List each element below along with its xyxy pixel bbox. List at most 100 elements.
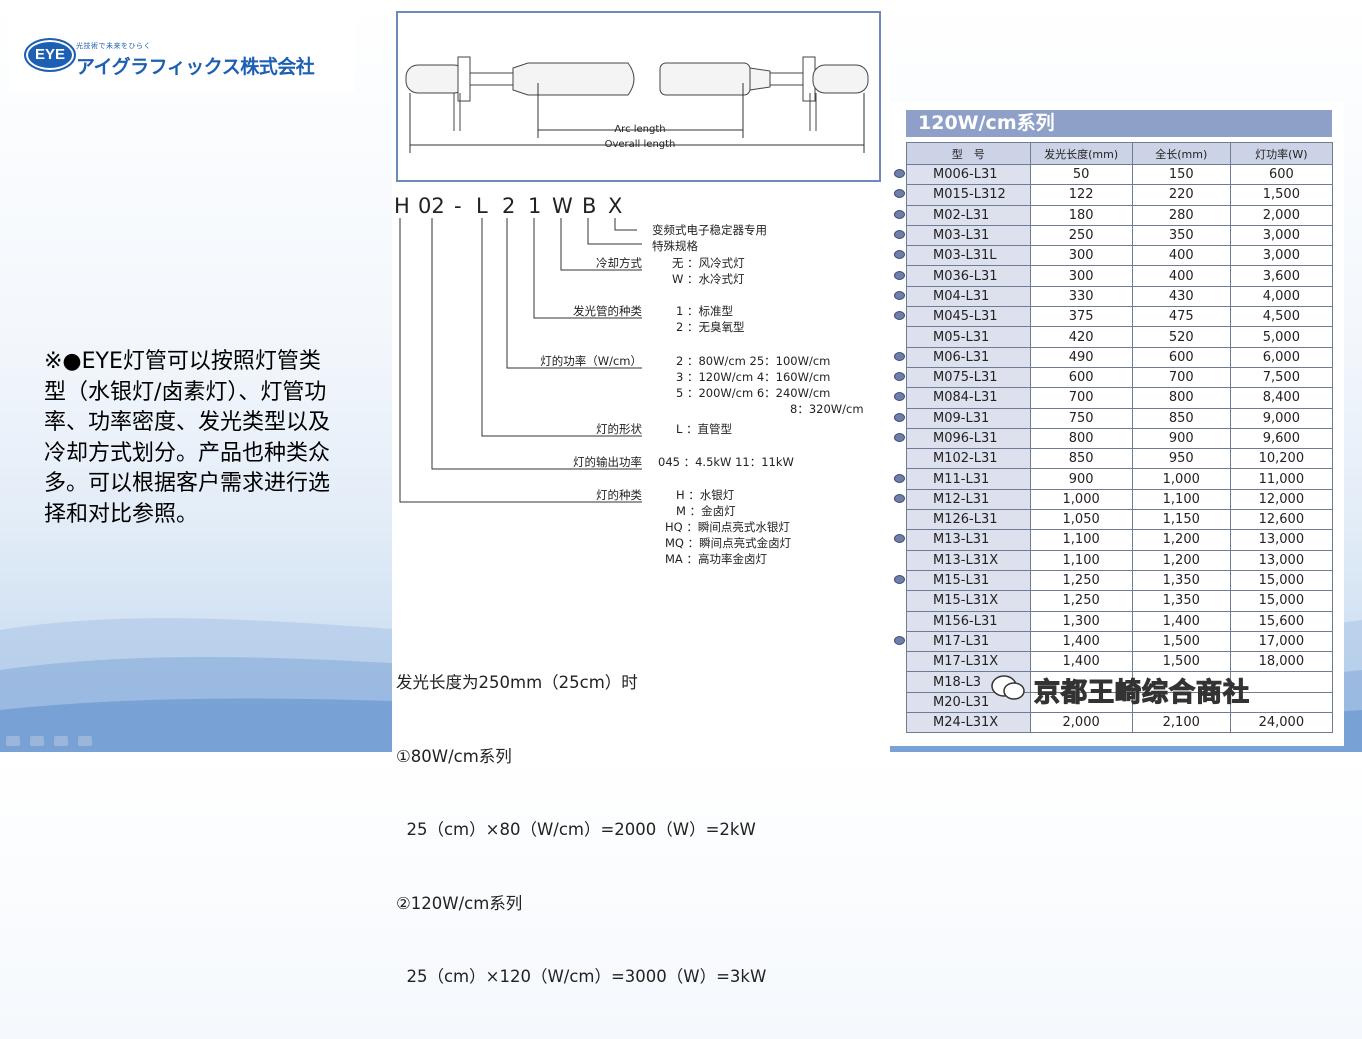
value-cell: 18,000 bbox=[1229, 651, 1334, 673]
value-cell: 3,000 bbox=[1229, 245, 1334, 267]
series-title: 120W/cm系列 bbox=[906, 110, 1332, 137]
value-cell: 430 bbox=[1131, 285, 1231, 308]
value-cell: 1,500 bbox=[1229, 184, 1334, 206]
row-marker-icon bbox=[894, 392, 905, 402]
watermark: 京都王崎综合商社 bbox=[990, 672, 1250, 709]
value-cell: 6,000 bbox=[1229, 346, 1334, 368]
code-label: 灯的种类 bbox=[596, 488, 642, 502]
value-cell: 13,000 bbox=[1229, 549, 1334, 571]
wechat-icon bbox=[991, 675, 1025, 700]
model-cell: M084-L31 bbox=[906, 387, 1031, 409]
value-cell: 1,200 bbox=[1131, 529, 1231, 551]
value-cell: 24,000 bbox=[1229, 712, 1334, 734]
model-cell: M17-L31 bbox=[906, 630, 1031, 653]
model-cell: M075-L31 bbox=[906, 366, 1031, 389]
value-cell: 3,600 bbox=[1229, 265, 1334, 287]
slide-pen-icon[interactable] bbox=[30, 736, 44, 746]
spec-table-panel: 120W/cm系列 型 号 发光长度(mm) 全长(mm) 灯功率(W) M00… bbox=[886, 102, 1344, 746]
code-char: - bbox=[454, 194, 462, 218]
code-char: X bbox=[608, 194, 622, 218]
model-cell: M06-L31 bbox=[906, 346, 1031, 368]
row-marker-icon bbox=[894, 229, 905, 239]
model-cell: M03-L31L bbox=[906, 245, 1031, 267]
value-cell: 900 bbox=[1131, 427, 1231, 450]
row-marker-icon bbox=[894, 290, 905, 300]
company-name: アイグラフィックス株式会社 bbox=[76, 56, 315, 78]
value-cell: 180 bbox=[1029, 204, 1133, 226]
value-cell: 350 bbox=[1131, 224, 1231, 247]
row-marker-icon bbox=[894, 493, 905, 503]
value-cell: 400 bbox=[1131, 245, 1231, 267]
model-cell: M02-L31 bbox=[906, 204, 1031, 226]
code-option: HQ ：瞬间点亮式水银灯 bbox=[665, 520, 790, 534]
value-cell: 7,500 bbox=[1229, 366, 1334, 389]
code-option: 2 ：80W/cm 25：100W/cm bbox=[676, 354, 830, 368]
slide-nav-icons[interactable] bbox=[6, 736, 92, 746]
value-cell bbox=[1131, 671, 1231, 693]
code-option: 1 ：标准型 bbox=[676, 304, 733, 318]
code-char: 2 bbox=[502, 194, 515, 218]
code-char: H bbox=[394, 194, 410, 218]
value-cell: 800 bbox=[1029, 427, 1133, 450]
value-cell: 600 bbox=[1229, 163, 1334, 186]
value-cell: 375 bbox=[1029, 306, 1133, 328]
value-cell: 1,350 bbox=[1131, 569, 1231, 592]
code-label: 灯的形状 bbox=[596, 422, 642, 436]
value-cell: 1,500 bbox=[1131, 630, 1231, 653]
code-label: 冷却方式 bbox=[596, 256, 642, 270]
power-calculation: 发光长度为250mm（25cm）时 ①80W/cm系列 25（cm）×80（W/… bbox=[396, 622, 766, 1039]
row-marker-icon bbox=[894, 575, 905, 584]
model-cell: M126-L31 bbox=[906, 509, 1031, 531]
code-char: L bbox=[476, 194, 488, 218]
lamp-code-panel: Arc length Overall length H 02 - L 2 1 W… bbox=[392, 0, 890, 986]
value-cell: 750 bbox=[1029, 407, 1133, 429]
slide-next-icon[interactable] bbox=[78, 736, 92, 746]
value-cell: 9,000 bbox=[1229, 407, 1334, 429]
value-cell: 1,250 bbox=[1029, 590, 1133, 612]
value-cell: 400 bbox=[1131, 265, 1231, 287]
value-cell: 122 bbox=[1029, 184, 1133, 206]
value-cell: 1,100 bbox=[1131, 488, 1231, 511]
model-cell: M156-L31 bbox=[906, 610, 1031, 632]
value-cell: 50 bbox=[1029, 163, 1133, 186]
value-cell: 250 bbox=[1029, 224, 1133, 247]
row-marker-icon bbox=[894, 473, 905, 483]
calc-line: 发光长度为250mm（25cm）时 bbox=[396, 673, 638, 692]
value-cell: 220 bbox=[1131, 184, 1231, 206]
arc-length-label: Arc length bbox=[614, 124, 665, 135]
model-cell: M05-L31 bbox=[906, 326, 1031, 348]
column-header: 型 号 bbox=[906, 142, 1031, 165]
value-cell: 1,000 bbox=[1029, 488, 1133, 511]
value-cell: 12,000 bbox=[1229, 488, 1334, 511]
value-cell: 420 bbox=[1029, 326, 1133, 348]
value-cell: 900 bbox=[1029, 468, 1133, 490]
value-cell: 1,400 bbox=[1131, 610, 1231, 632]
model-cell: M24-L31X bbox=[906, 712, 1031, 734]
value-cell: 15,600 bbox=[1229, 610, 1334, 632]
value-cell: 1,050 bbox=[1029, 509, 1133, 531]
code-label: 特殊规格 bbox=[652, 239, 698, 253]
slide-prev-icon[interactable] bbox=[6, 736, 20, 746]
code-char: W bbox=[552, 194, 573, 218]
value-cell: 1,100 bbox=[1029, 549, 1133, 571]
value-cell: 800 bbox=[1131, 387, 1231, 409]
company-logo: EYE 光技術で未来をひらく アイグラフィックス株式会社 bbox=[10, 8, 355, 92]
lamp-diagram: Arc length Overall length bbox=[396, 11, 881, 182]
value-cell: 1,500 bbox=[1131, 651, 1231, 673]
row-marker-icon bbox=[894, 351, 905, 361]
row-marker-icon bbox=[894, 189, 905, 199]
value-cell: 2,100 bbox=[1131, 712, 1231, 734]
value-cell: 300 bbox=[1029, 265, 1133, 287]
code-option: MA ：高功率金卤灯 bbox=[665, 552, 767, 566]
calc-line: 25（cm）×120（W/cm）=3000（W）=3kW bbox=[396, 967, 767, 986]
logo-tagline: 光技術で未来をひらく bbox=[76, 42, 151, 50]
table-row: M20-L31 bbox=[906, 691, 1334, 714]
slide-menu-icon[interactable] bbox=[54, 736, 68, 746]
